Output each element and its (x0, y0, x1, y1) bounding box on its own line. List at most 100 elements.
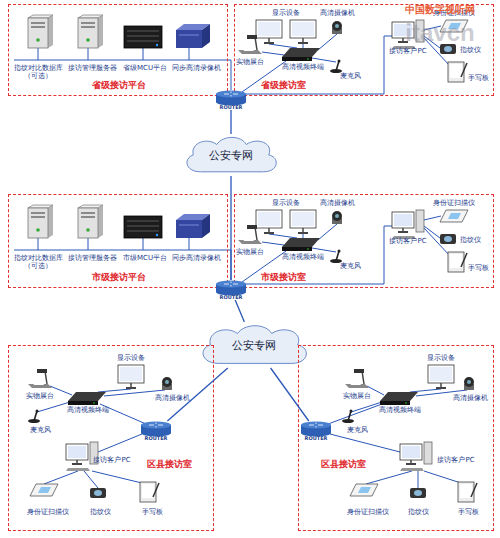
icon-part (156, 44, 158, 46)
icon-part (400, 468, 424, 471)
network-link (167, 368, 227, 421)
icon-part (78, 18, 98, 48)
network-wire (38, 48, 39, 60)
network-wire (328, 404, 382, 424)
fingerprint-icon (410, 488, 426, 498)
icon-part (130, 383, 132, 387)
icon-part (264, 42, 274, 44)
network-wire (262, 52, 284, 55)
icon-part (440, 383, 442, 387)
icon-part (398, 231, 408, 233)
device-label: 手写板 (468, 74, 489, 82)
mic-icon (28, 410, 40, 424)
server-icon (28, 15, 53, 48)
icon-group (28, 15, 477, 502)
network-wire (38, 238, 39, 250)
icon-part (336, 61, 339, 71)
icon-part (440, 210, 468, 222)
icon-part (28, 18, 48, 48)
network-wire (366, 471, 412, 484)
icon-part (410, 488, 426, 498)
icon-part (402, 38, 404, 41)
icon-part (48, 15, 53, 48)
router-arrow (231, 282, 232, 284)
icon-part (290, 20, 316, 38)
device-label: 高清视频终端 (282, 63, 324, 71)
router-node: ROUTER (140, 421, 172, 441)
network-wire (410, 389, 441, 392)
pc-icon (400, 442, 432, 471)
router-arrow (316, 423, 317, 425)
network-wire (98, 434, 142, 452)
icon-part (127, 230, 159, 232)
icon-part (335, 214, 339, 218)
device-label: 手写板 (468, 264, 489, 272)
room-group: 省级接访平台 (8, 4, 228, 96)
camera-icon (162, 377, 172, 390)
monitor-icon (290, 210, 316, 234)
icon-part (348, 411, 351, 421)
device-label: 高清摄像机 (320, 199, 355, 207)
icon-part (402, 446, 420, 458)
device-label: 身份证扫描仪 (27, 508, 69, 516)
fingerprint-icon (440, 234, 456, 244)
icon-part (258, 22, 280, 36)
icon-part (176, 220, 202, 238)
icon-part (345, 384, 369, 388)
icon-part (424, 442, 432, 464)
recorder-icon (176, 214, 210, 238)
network-wire (189, 238, 190, 250)
icon-part (81, 216, 95, 218)
icon-part (258, 212, 280, 226)
icon-part (126, 387, 136, 389)
network-wire (88, 238, 89, 250)
icon-part (256, 20, 282, 38)
icon-part (28, 205, 53, 208)
icon-part (28, 208, 48, 238)
fingerprint-icon (90, 488, 106, 498)
scanner-icon (440, 210, 468, 222)
terminal-icon (68, 392, 106, 405)
device-label: 显示设备 (117, 354, 145, 362)
icon-part (48, 205, 53, 238)
network-wire (92, 471, 146, 484)
mcu-icon (124, 216, 162, 238)
icon-part (78, 205, 103, 208)
room-heading: 区县接访室 (321, 459, 366, 470)
icon-part (86, 38, 90, 42)
visualizer-icon (238, 35, 262, 54)
icon-part (31, 212, 45, 214)
network-wire (318, 224, 337, 240)
device-label: 指纹仪 (460, 46, 481, 54)
network-wire (37, 402, 70, 412)
icon-part (28, 15, 53, 18)
icon-part (268, 228, 270, 232)
device-label: 同步高清录像机 (172, 254, 221, 262)
icon-part (124, 26, 162, 48)
icon-part (243, 49, 254, 51)
icon-part (68, 392, 106, 401)
icon-part (282, 48, 320, 57)
router-label: ROUTER (300, 436, 332, 441)
icon-part (127, 30, 159, 32)
room-heading: 省级接访室 (261, 80, 306, 91)
icon-part (282, 57, 312, 61)
icon-part (405, 402, 407, 404)
router-top (301, 422, 331, 429)
icon-part (338, 250, 341, 253)
network-wire (143, 238, 144, 250)
icon-part (33, 383, 44, 385)
network-wire (330, 434, 400, 452)
network-wire (303, 234, 304, 238)
icon-part (358, 487, 371, 493)
icon-part (350, 484, 378, 496)
device-label: 接访管理服务器 (68, 254, 117, 262)
terminal-icon (380, 392, 418, 405)
device-label: 显示设备 (272, 199, 300, 207)
icon-part (93, 402, 95, 404)
icon-part (36, 38, 40, 42)
icon-part (428, 365, 454, 383)
icon-part (165, 380, 169, 384)
icon-part (127, 40, 159, 42)
